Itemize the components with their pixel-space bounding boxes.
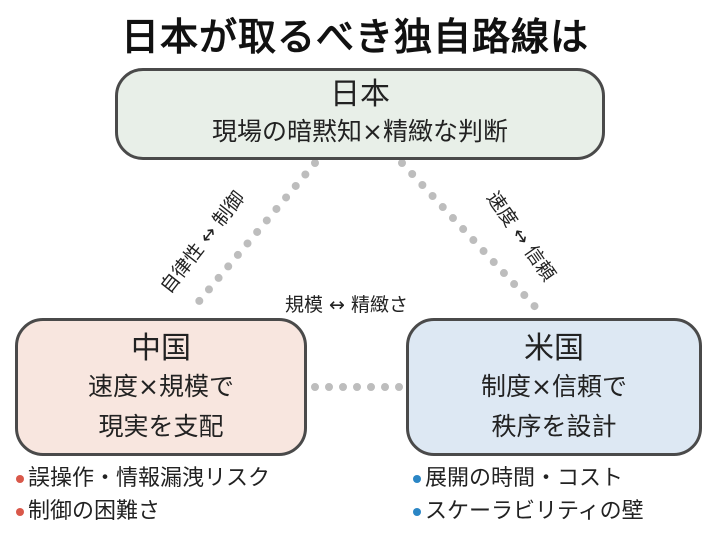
china-risk-2: 制御の困難さ [16, 497, 160, 527]
risk-text: 展開の時間・コスト [425, 466, 624, 491]
page-title: 日本が取るべき独自路線は [120, 15, 589, 59]
risk-text: スケーラビリティの壁 [425, 499, 644, 524]
bullet-icon [413, 475, 421, 483]
us-risk-2: スケーラビリティの壁 [413, 497, 644, 527]
us-desc-1: 制度×信頼で [481, 372, 627, 401]
us-desc-2: 秩序を設計 [491, 412, 617, 441]
us-name: 米国 [524, 331, 584, 366]
risk-text: 誤操作・情報漏洩リスク [28, 466, 271, 491]
edge-label-china-us: 規模 ↔ 精緻さ [285, 294, 408, 316]
china-box: 中国 速度×規模で 現実を支配 [15, 318, 307, 456]
china-desc-1: 速度×規模で [88, 372, 234, 401]
bullet-icon [16, 508, 24, 516]
edge-japan-us [398, 159, 544, 316]
china-desc-2: 現実を支配 [98, 412, 224, 441]
risk-text: 制御の困難さ [28, 499, 161, 524]
china-risk-1: 誤操作・情報漏洩リスク [16, 464, 270, 494]
us-risk-1: 展開の時間・コスト [413, 464, 623, 494]
china-name: 中国 [131, 331, 191, 366]
japan-box: 日本 現場の暗黙知×精緻な判断 [115, 68, 605, 160]
bullet-icon [16, 475, 24, 483]
bullet-icon [413, 508, 421, 516]
us-box: 米国 制度×信頼で 秩序を設計 [406, 318, 702, 456]
japan-desc: 現場の暗黙知×精緻な判断 [212, 117, 508, 146]
japan-name: 日本 [330, 77, 390, 112]
edge-japan-china [186, 159, 319, 316]
